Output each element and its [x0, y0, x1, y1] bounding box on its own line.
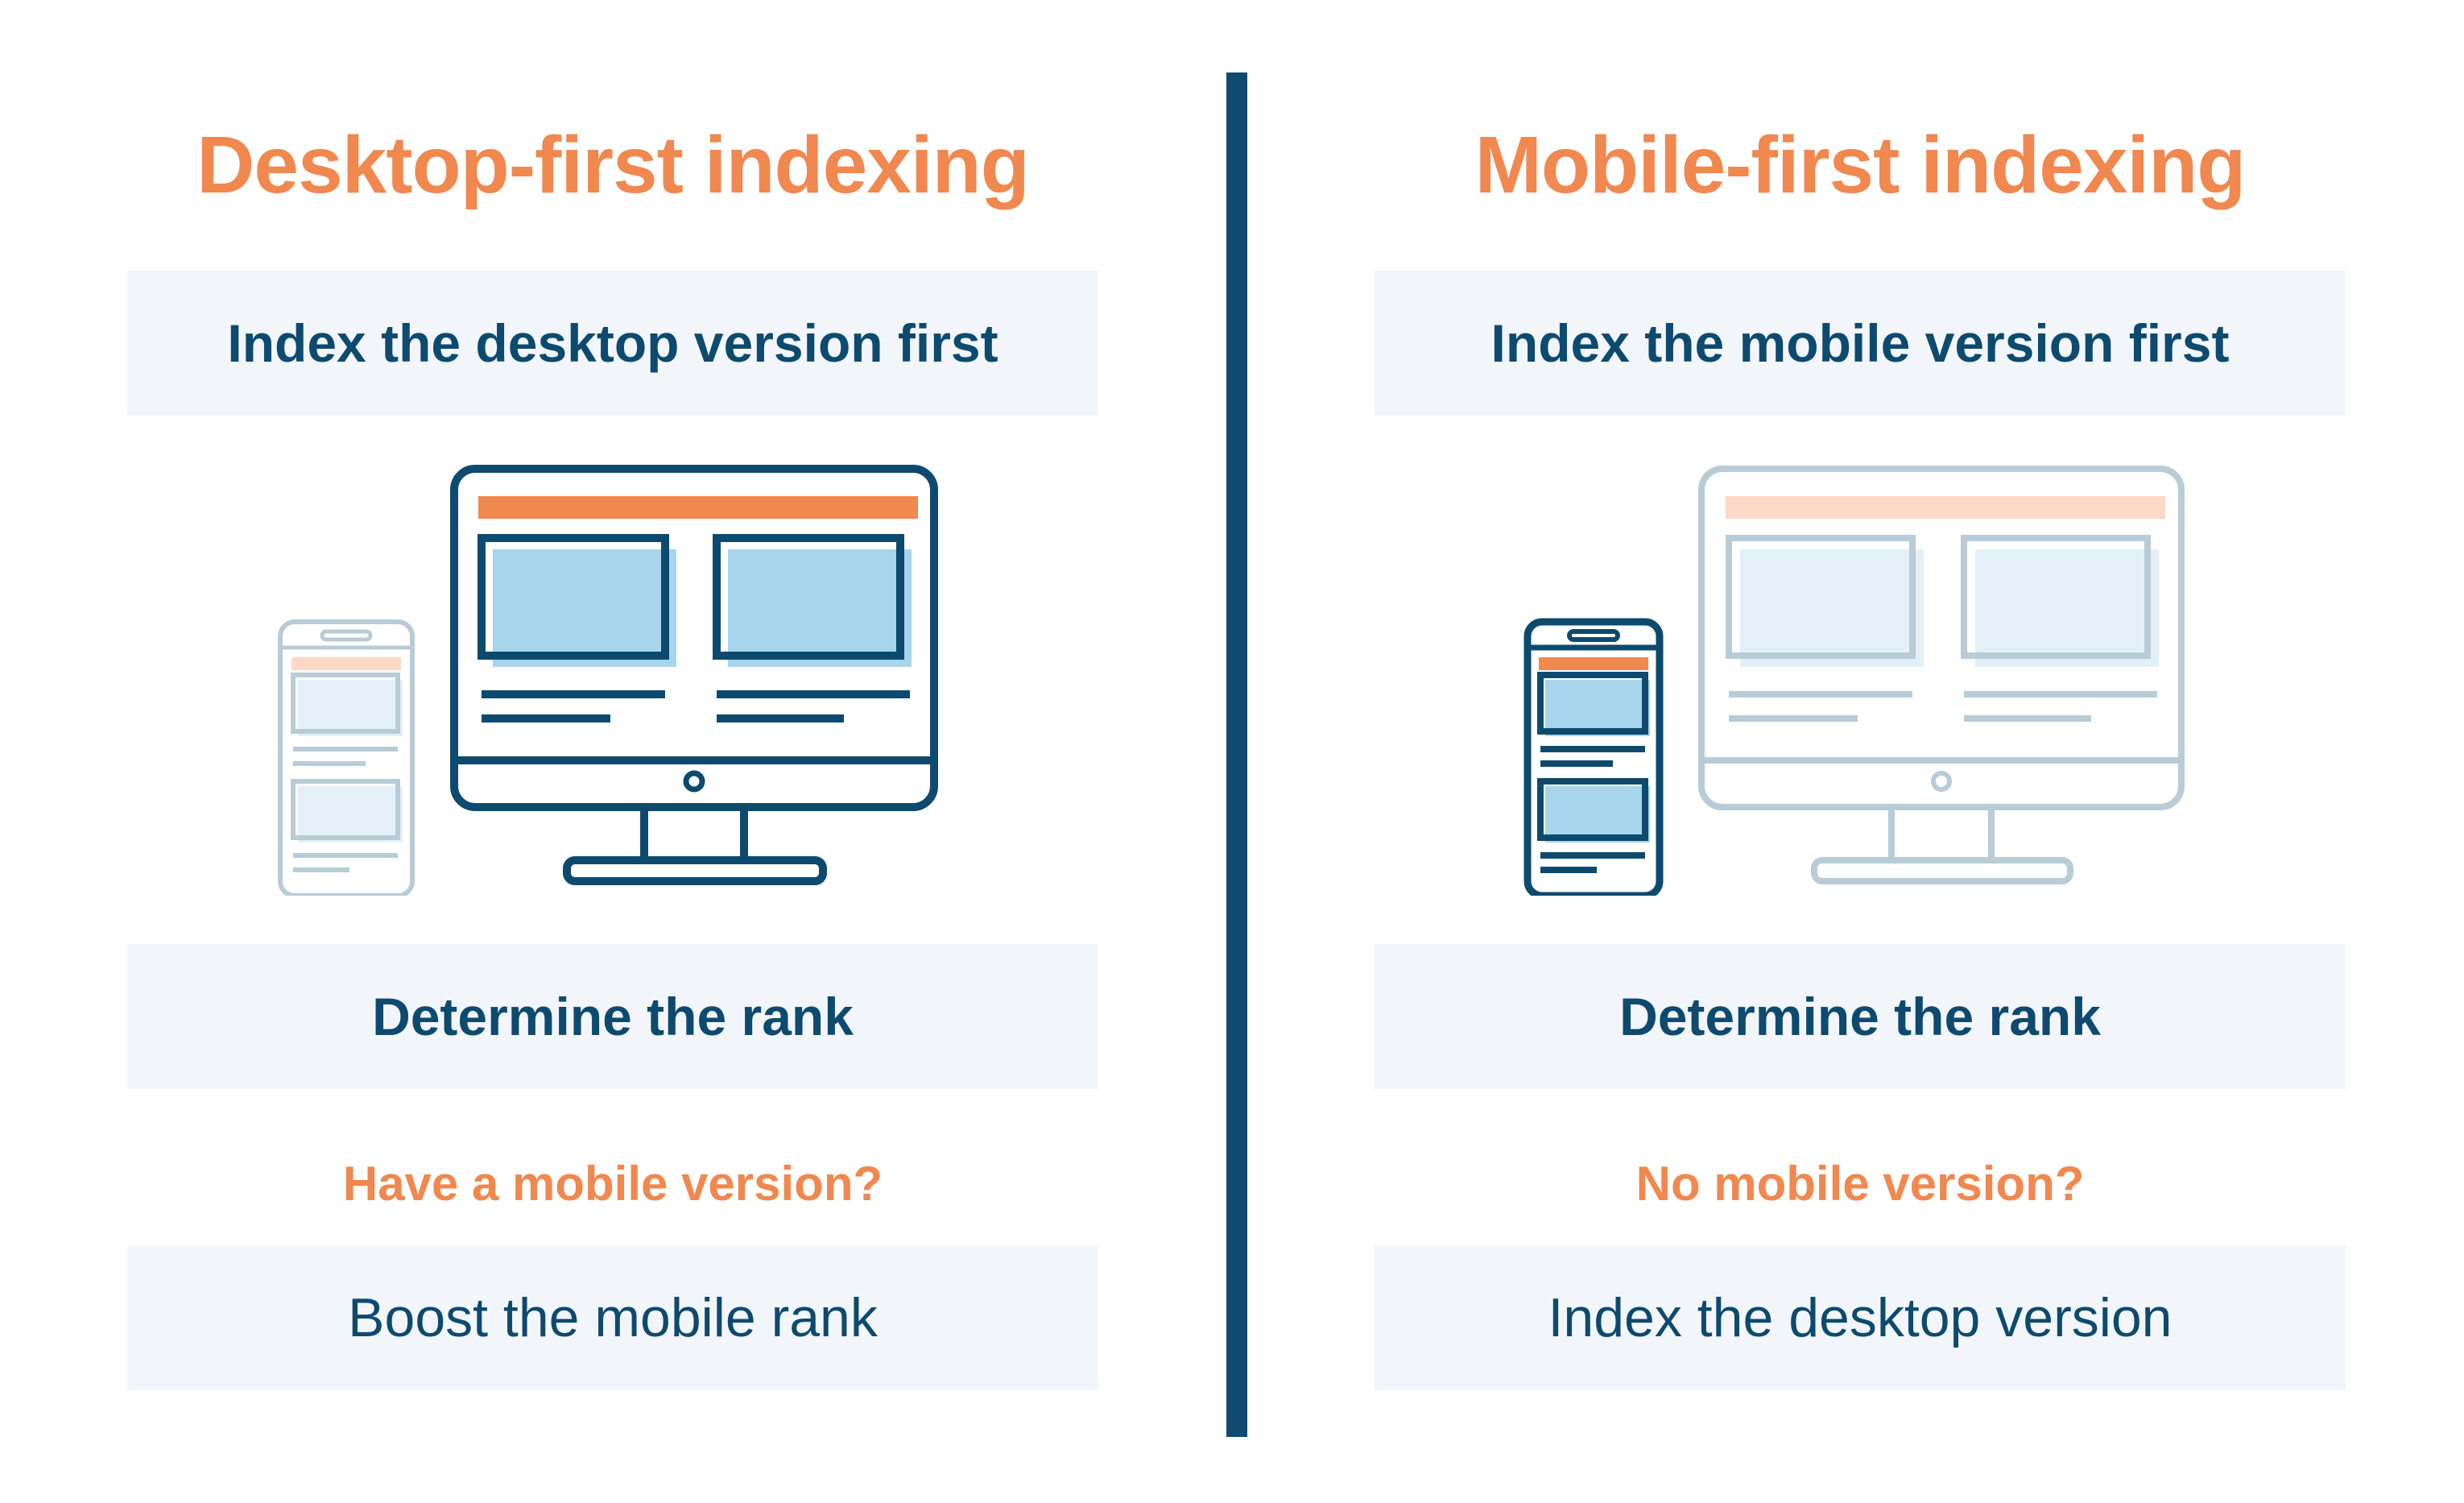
phone-icon [1523, 618, 1664, 896]
left-rank-box: Determine the rank [127, 944, 1098, 1089]
monitor-icon [450, 465, 938, 885]
right-question: No mobile version? [1635, 1157, 2085, 1211]
mobile-first-column: Mobile-first indexing Index the mobile v… [1375, 0, 2346, 1503]
right-rank-box: Determine the rank [1375, 944, 2346, 1089]
left-index-label: Index the desktop version first [227, 313, 998, 373]
right-outcome-label: Index the desktop version [1548, 1287, 2173, 1348]
right-title: Mobile-first indexing [1474, 120, 2247, 210]
center-divider [1226, 72, 1247, 1437]
left-outcome-label: Boost the mobile rank [348, 1287, 878, 1348]
left-question: Have a mobile version? [342, 1157, 883, 1211]
left-title: Desktop-first indexing [196, 120, 1030, 210]
left-outcome-box: Boost the mobile rank [127, 1245, 1098, 1390]
right-index-label: Index the mobile version first [1490, 313, 2230, 373]
right-outcome-box: Index the desktop version [1375, 1245, 2346, 1390]
desktop-first-column: Desktop-first indexing Index the desktop… [127, 0, 1098, 1503]
right-rank-label: Determine the rank [1619, 987, 2101, 1046]
left-index-box: Index the desktop version first [127, 271, 1098, 416]
left-rank-label: Determine the rank [372, 987, 854, 1046]
right-index-box: Index the mobile version first [1375, 271, 2346, 416]
phone-icon [278, 619, 415, 896]
right-devices-illustration [1523, 466, 2185, 896]
monitor-icon [1698, 466, 2185, 884]
left-devices-illustration [278, 465, 938, 896]
